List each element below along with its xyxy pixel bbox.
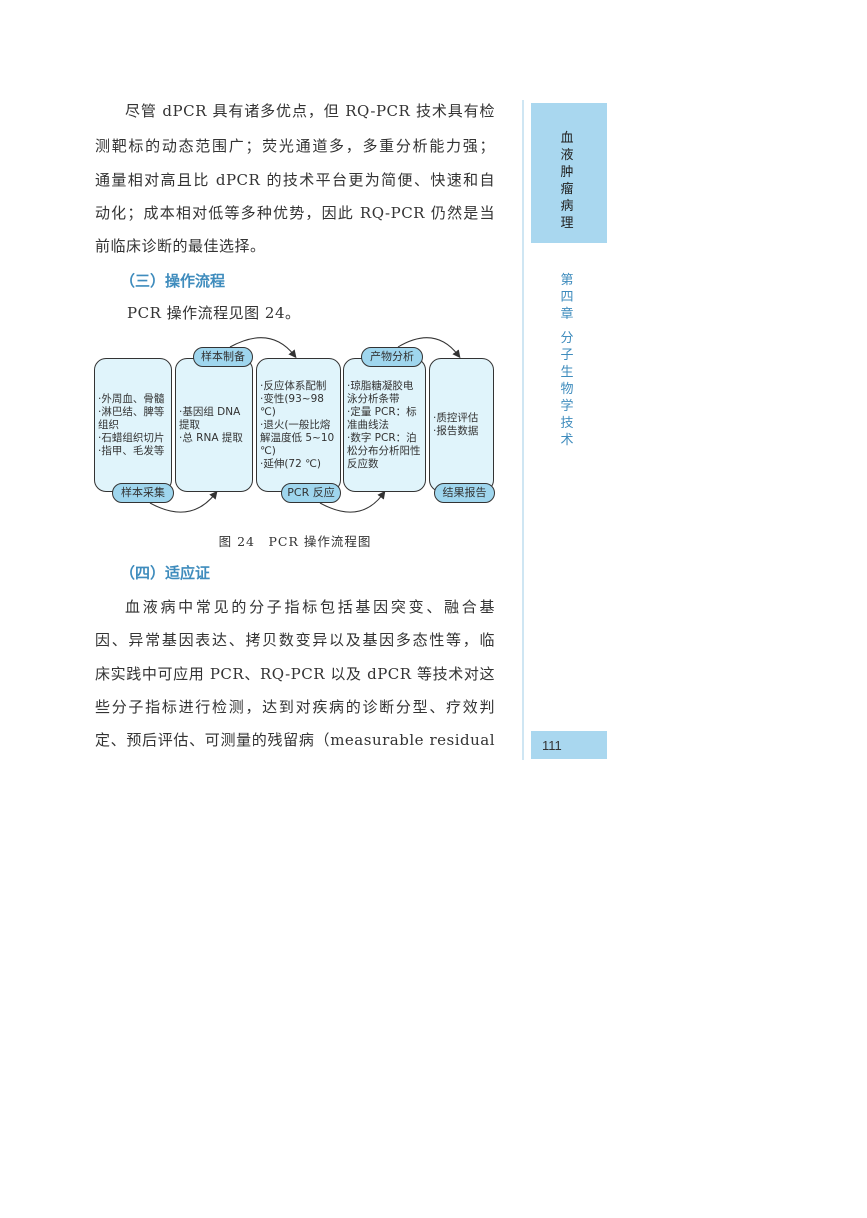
figure-caption: 图 24 PCR 操作流程图 — [218, 534, 372, 549]
section-heading-3: （三）操作流程 — [120, 272, 226, 290]
arrow-3 — [319, 490, 386, 513]
arrow-4 — [397, 337, 461, 359]
box-item: ·定量 PCR：标准曲线法 — [347, 405, 417, 431]
flow-box-pcr-reaction: ·反应体系配制 ·变性(93~98 ℃) ·退火(一般比熔解温度低 5~10 ℃… — [256, 358, 341, 492]
box-item: ·质控评估 — [433, 412, 479, 424]
page-number: 111 — [531, 731, 607, 759]
arrow-2 — [229, 337, 297, 359]
flow-box-sample-collection: ·外周血、骨髓 ·淋巴结、脾等组织 ·石蜡组织切片 ·指甲、毛发等 — [94, 358, 172, 492]
flow-box-result-report: ·质控评估 ·报告数据 — [429, 358, 494, 492]
text-line: 因、异常基因表达、拷贝数变异以及基因多态性等，临 — [95, 631, 495, 649]
chapter-title: 分子生物学技术 — [560, 331, 574, 448]
box-item: ·淋巴结、脾等组织 — [98, 405, 165, 431]
box-item: ·反应体系配制 — [260, 379, 327, 392]
text-line: 血液病中常见的分子指标包括基因突变、融合基 — [125, 598, 495, 616]
flow-tag-product-analysis: 产物分析 — [361, 347, 423, 367]
flow-box-sample-prep: ·基因组 DNA 提取 ·总 RNA 提取 — [175, 358, 253, 492]
box-item: ·变性(93~98 ℃) — [260, 392, 324, 418]
box-item: ·退火(一般比熔解温度低 5~10 ℃) — [260, 418, 335, 457]
book-title: 血液肿瘤病理 — [560, 131, 574, 231]
box-item: ·琼脂糖凝胶电泳分析条带 — [347, 379, 414, 405]
box-item: ·外周血、骨髓 — [98, 392, 165, 405]
flow-tag-sample-collection: 样本采集 — [112, 483, 174, 503]
box-item: ·延伸(72 ℃) — [260, 457, 322, 470]
text-line: 定、预后评估、可测量的残留病（measurable residual — [95, 731, 495, 749]
flow-tag-sample-prep: 样本制备 — [193, 347, 253, 367]
section-heading-4: （四）适应证 — [120, 564, 211, 582]
box-item: ·数字 PCR：泊松分布分析阳性反应数 — [347, 431, 421, 470]
text-line: 通量相对高且比 dPCR 的技术平台更为简便、快速和自 — [95, 171, 495, 189]
flow-box-product-analysis: ·琼脂糖凝胶电泳分析条带 ·定量 PCR：标准曲线法 ·数字 PCR：泊松分布分… — [343, 358, 426, 492]
arrow-1 — [149, 490, 218, 513]
box-item: ·指甲、毛发等 — [98, 444, 165, 457]
text-line: 尽管 dPCR 具有诸多优点，但 RQ-PCR 技术具有检 — [125, 102, 495, 120]
flow-tag-result-report: 结果报告 — [434, 483, 495, 503]
text-line: 前临床诊断的最佳选择。 — [95, 237, 266, 255]
text-line: 些分子指标进行检测，达到对疾病的诊断分型、疗效判 — [95, 698, 495, 716]
box-item: ·石蜡组织切片 — [98, 431, 165, 444]
box-item: ·总 RNA 提取 — [179, 431, 243, 444]
text-line: 测靶标的动态范围广；荧光通道多，多重分析能力强； — [95, 137, 495, 155]
text-line: 床实践中可应用 PCR、RQ-PCR 以及 dPCR 等技术对这 — [95, 665, 495, 683]
box-item: ·报告数据 — [433, 425, 479, 437]
text-line: PCR 操作流程见图 24。 — [127, 304, 301, 322]
margin-divider — [522, 100, 524, 760]
text-line: 动化；成本相对低等多种优势，因此 RQ-PCR 仍然是当 — [95, 204, 495, 222]
chapter-number: 第四章 — [560, 273, 574, 322]
box-item: ·基因组 DNA 提取 — [179, 405, 241, 431]
flow-tag-pcr-reaction: PCR 反应 — [281, 483, 341, 503]
book-title-tab: 血液肿瘤病理 — [531, 103, 607, 243]
